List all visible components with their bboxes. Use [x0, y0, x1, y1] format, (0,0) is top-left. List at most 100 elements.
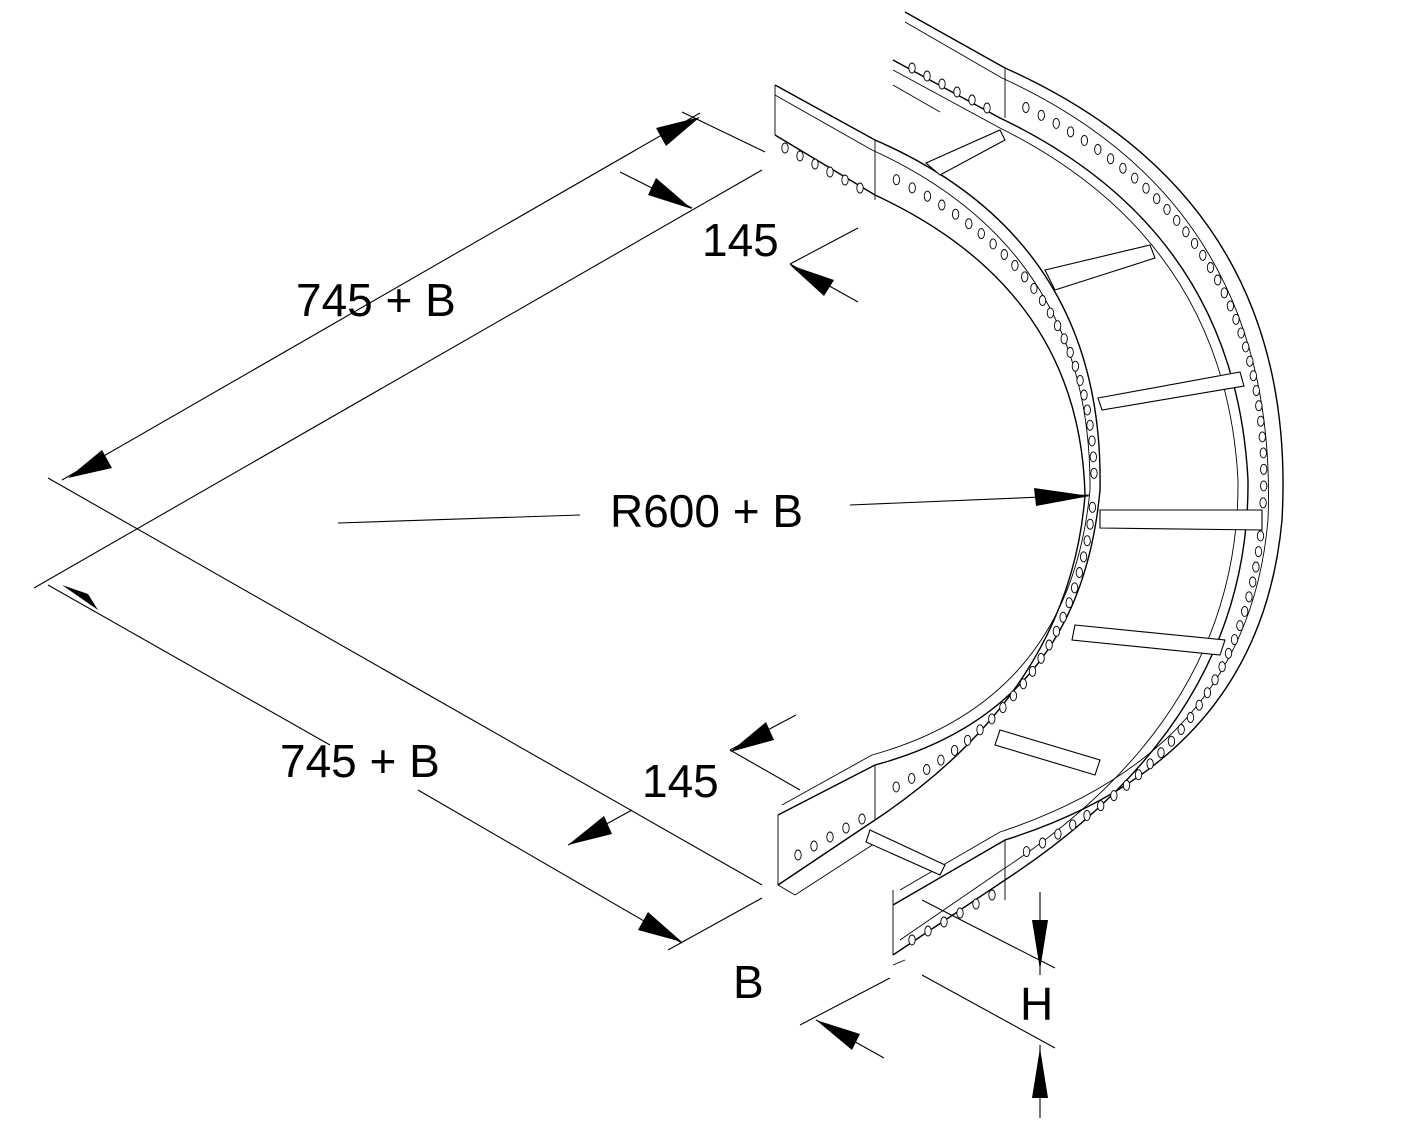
perforation-hole	[908, 62, 916, 74]
perforation-hole	[1206, 262, 1215, 273]
perforation-hole	[1242, 341, 1250, 353]
perforation-hole	[1259, 447, 1267, 459]
perforation-hole	[842, 822, 850, 834]
perforation-hole	[1237, 327, 1245, 339]
bottom-straight-label: 145	[642, 755, 719, 807]
perforation-hole	[1195, 699, 1203, 711]
perforation-hole	[923, 70, 931, 82]
perforation-hole	[988, 889, 996, 901]
perforation-hole	[1079, 551, 1088, 563]
perforation-hole	[1232, 313, 1240, 325]
perforation-hole	[989, 238, 997, 250]
perforation-hole	[1083, 404, 1091, 416]
perforation-hole	[1076, 374, 1084, 386]
rail-perforations	[781, 62, 1268, 946]
perforation-hole	[1257, 415, 1265, 427]
perforation-hole	[1258, 431, 1266, 443]
perforation-hole	[1069, 819, 1077, 831]
perforation-hole	[1045, 639, 1053, 651]
perforation-hole	[1110, 790, 1118, 802]
perforation-hole	[1260, 463, 1268, 475]
perforation-hole	[937, 754, 945, 766]
perforation-hole	[1254, 546, 1263, 558]
perforation-hole	[892, 174, 901, 186]
perforation-hole	[1260, 480, 1268, 492]
perforation-hole	[811, 158, 819, 170]
perforation-hole	[988, 713, 996, 725]
perforation-hole	[1065, 597, 1073, 609]
perforation-hole	[826, 166, 834, 178]
perforation-hole	[1089, 451, 1097, 463]
perforation-hole	[1106, 153, 1115, 165]
perforation-hole	[1046, 307, 1055, 319]
perforation-hole	[1038, 837, 1047, 849]
perforation-hole	[796, 150, 804, 162]
perforation-hole	[810, 840, 818, 852]
perforation-hole	[1075, 567, 1084, 578]
perforation-hole	[1011, 259, 1019, 271]
perforation-hole	[999, 702, 1007, 714]
perforation-hole	[1203, 687, 1212, 699]
perforation-hole	[1088, 501, 1097, 513]
perforation-hole	[1021, 271, 1029, 283]
perforation-hole	[908, 772, 916, 784]
perforation-hole	[841, 174, 849, 186]
perforation-hole	[1009, 690, 1018, 702]
perforation-hole	[1022, 846, 1031, 858]
perforation-hole	[1037, 652, 1045, 664]
perforation-hole	[1054, 828, 1062, 840]
cable-ladder-bend	[774, 11, 1284, 966]
perforation-hole	[951, 208, 960, 220]
perforation-hole	[972, 898, 980, 910]
perforation-hole	[794, 849, 802, 861]
perforation-hole	[1218, 661, 1226, 673]
perforation-hole	[1052, 117, 1060, 129]
perforation-hole	[1249, 576, 1257, 588]
perforation-hole	[1163, 203, 1171, 215]
perforation-hole	[1214, 274, 1222, 286]
top-length-label: 745 + B	[296, 274, 456, 326]
perforation-hole	[940, 916, 948, 928]
perforation-hole	[938, 78, 946, 90]
perforation-hole	[1182, 226, 1190, 238]
perforation-hole	[1037, 109, 1045, 121]
perforation-hole	[1134, 769, 1143, 781]
perforation-hole	[1173, 214, 1181, 226]
perforation-hole	[1053, 320, 1062, 332]
perforation-hole	[1190, 237, 1199, 249]
perforation-hole	[1245, 591, 1253, 603]
perforation-hole	[1211, 674, 1219, 686]
perforation-hole	[1090, 467, 1098, 479]
perforation-hole	[1256, 530, 1265, 542]
perforation-hole	[1000, 249, 1008, 260]
perforation-hole	[1080, 389, 1088, 401]
perforation-hole	[1157, 747, 1165, 759]
height-label: H	[1020, 978, 1053, 1030]
perforation-hole	[923, 190, 932, 202]
perforation-hole	[1186, 712, 1195, 723]
perforation-hole	[1022, 102, 1030, 113]
perforation-hole	[908, 182, 916, 194]
width-label: B	[733, 956, 764, 1008]
perforation-hole	[1070, 582, 1079, 594]
perforation-hole	[965, 218, 973, 230]
perforation-hole	[1080, 134, 1089, 146]
perforation-hole	[1224, 647, 1233, 659]
perforation-hole	[1038, 295, 1047, 306]
perforation-hole	[1066, 346, 1074, 358]
perforation-hole	[1088, 435, 1096, 447]
dimension-lines	[33, 111, 1091, 1118]
radius-label: R600 + B	[610, 485, 803, 537]
arrowheads	[62, 117, 1090, 1098]
perforation-hole	[856, 182, 864, 194]
perforation-hole	[892, 781, 900, 793]
perforation-hole	[858, 813, 866, 825]
perforation-hole	[1066, 126, 1075, 138]
perforation-hole	[1259, 497, 1267, 509]
perforation-hole	[1097, 800, 1105, 812]
bottom-length-label: 745 + B	[280, 735, 440, 787]
perforation-hole	[1060, 333, 1068, 345]
perforation-hole	[1142, 182, 1150, 194]
perforation-hole	[1071, 360, 1080, 372]
